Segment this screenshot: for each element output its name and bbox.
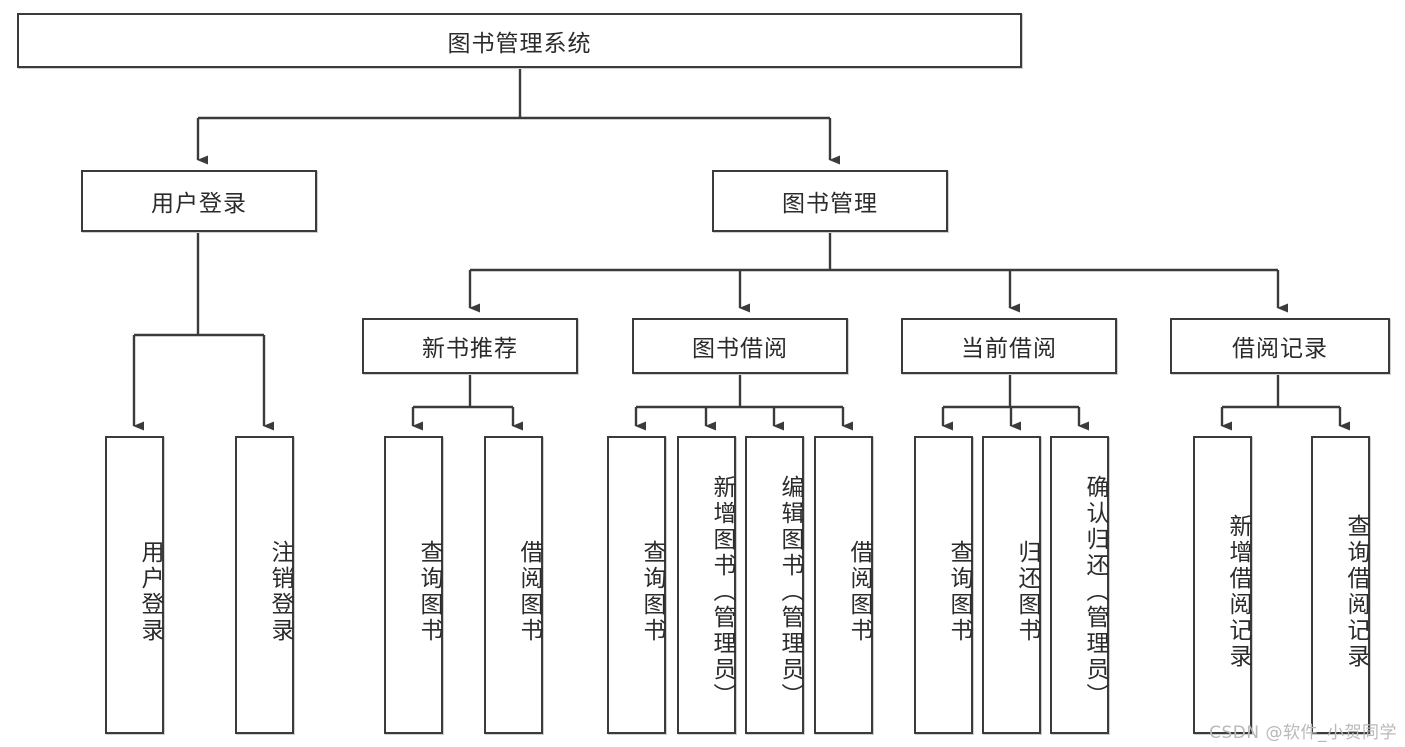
node-leaf-edit-book-admin[interactable]: 编辑图书（管理员） xyxy=(745,436,804,734)
node-current-borrow[interactable]: 当前借阅 xyxy=(901,318,1117,374)
node-label: 当前借阅 xyxy=(961,336,1057,362)
node-new-book-recommend[interactable]: 新书推荐 xyxy=(362,318,578,374)
node-leaf-query-book-borrow[interactable]: 查询图书 xyxy=(607,436,666,734)
node-label: 归还图书 xyxy=(1014,540,1040,644)
node-label: 确认归还（管理员） xyxy=(1082,475,1108,709)
node-leaf-query-book-current[interactable]: 查询图书 xyxy=(914,436,973,734)
node-label: 图书管理 xyxy=(782,191,878,217)
node-book-borrow[interactable]: 图书借阅 xyxy=(632,318,848,374)
node-leaf-query-borrow-record[interactable]: 查询借阅记录 xyxy=(1311,436,1370,734)
node-label: 查询图书 xyxy=(416,540,442,644)
node-label: 新增图书（管理员） xyxy=(709,475,735,709)
node-leaf-confirm-return-admin[interactable]: 确认归还（管理员） xyxy=(1050,436,1109,734)
node-label: 编辑图书（管理员） xyxy=(777,475,803,709)
node-book-management[interactable]: 图书管理 xyxy=(712,170,948,232)
node-label: 图书借阅 xyxy=(692,336,788,362)
node-label: 注销登录 xyxy=(267,540,293,644)
node-label: 查询借阅记录 xyxy=(1343,514,1369,670)
node-label: 查询图书 xyxy=(946,540,972,644)
node-label: 用户登录 xyxy=(151,191,247,217)
watermark: CSDN @软件_小贺同学 xyxy=(1209,723,1397,743)
node-label: 借阅记录 xyxy=(1232,336,1328,362)
node-label: 用户登录 xyxy=(137,540,163,644)
node-label: 新书推荐 xyxy=(422,336,518,362)
node-leaf-add-book-admin[interactable]: 新增图书（管理员） xyxy=(677,436,736,734)
node-leaf-borrow-book[interactable]: 借阅图书 xyxy=(814,436,873,734)
node-root-book-management-system[interactable]: 图书管理系统 xyxy=(17,13,1022,68)
node-user-login[interactable]: 用户登录 xyxy=(81,170,317,232)
node-leaf-user-logout[interactable]: 注销登录 xyxy=(235,436,294,734)
node-label: 图书管理系统 xyxy=(447,30,592,57)
node-borrow-record[interactable]: 借阅记录 xyxy=(1170,318,1390,374)
node-leaf-borrow-book-recommend[interactable]: 借阅图书 xyxy=(484,436,543,734)
node-leaf-add-borrow-record[interactable]: 新增借阅记录 xyxy=(1193,436,1252,734)
node-label: 查询图书 xyxy=(639,540,665,644)
node-label: 借阅图书 xyxy=(516,540,542,644)
node-leaf-user-login[interactable]: 用户登录 xyxy=(105,436,164,734)
node-label: 新增借阅记录 xyxy=(1225,514,1251,670)
node-label: 借阅图书 xyxy=(846,540,872,644)
node-leaf-query-book-recommend[interactable]: 查询图书 xyxy=(384,436,443,734)
node-leaf-return-book[interactable]: 归还图书 xyxy=(982,436,1041,734)
